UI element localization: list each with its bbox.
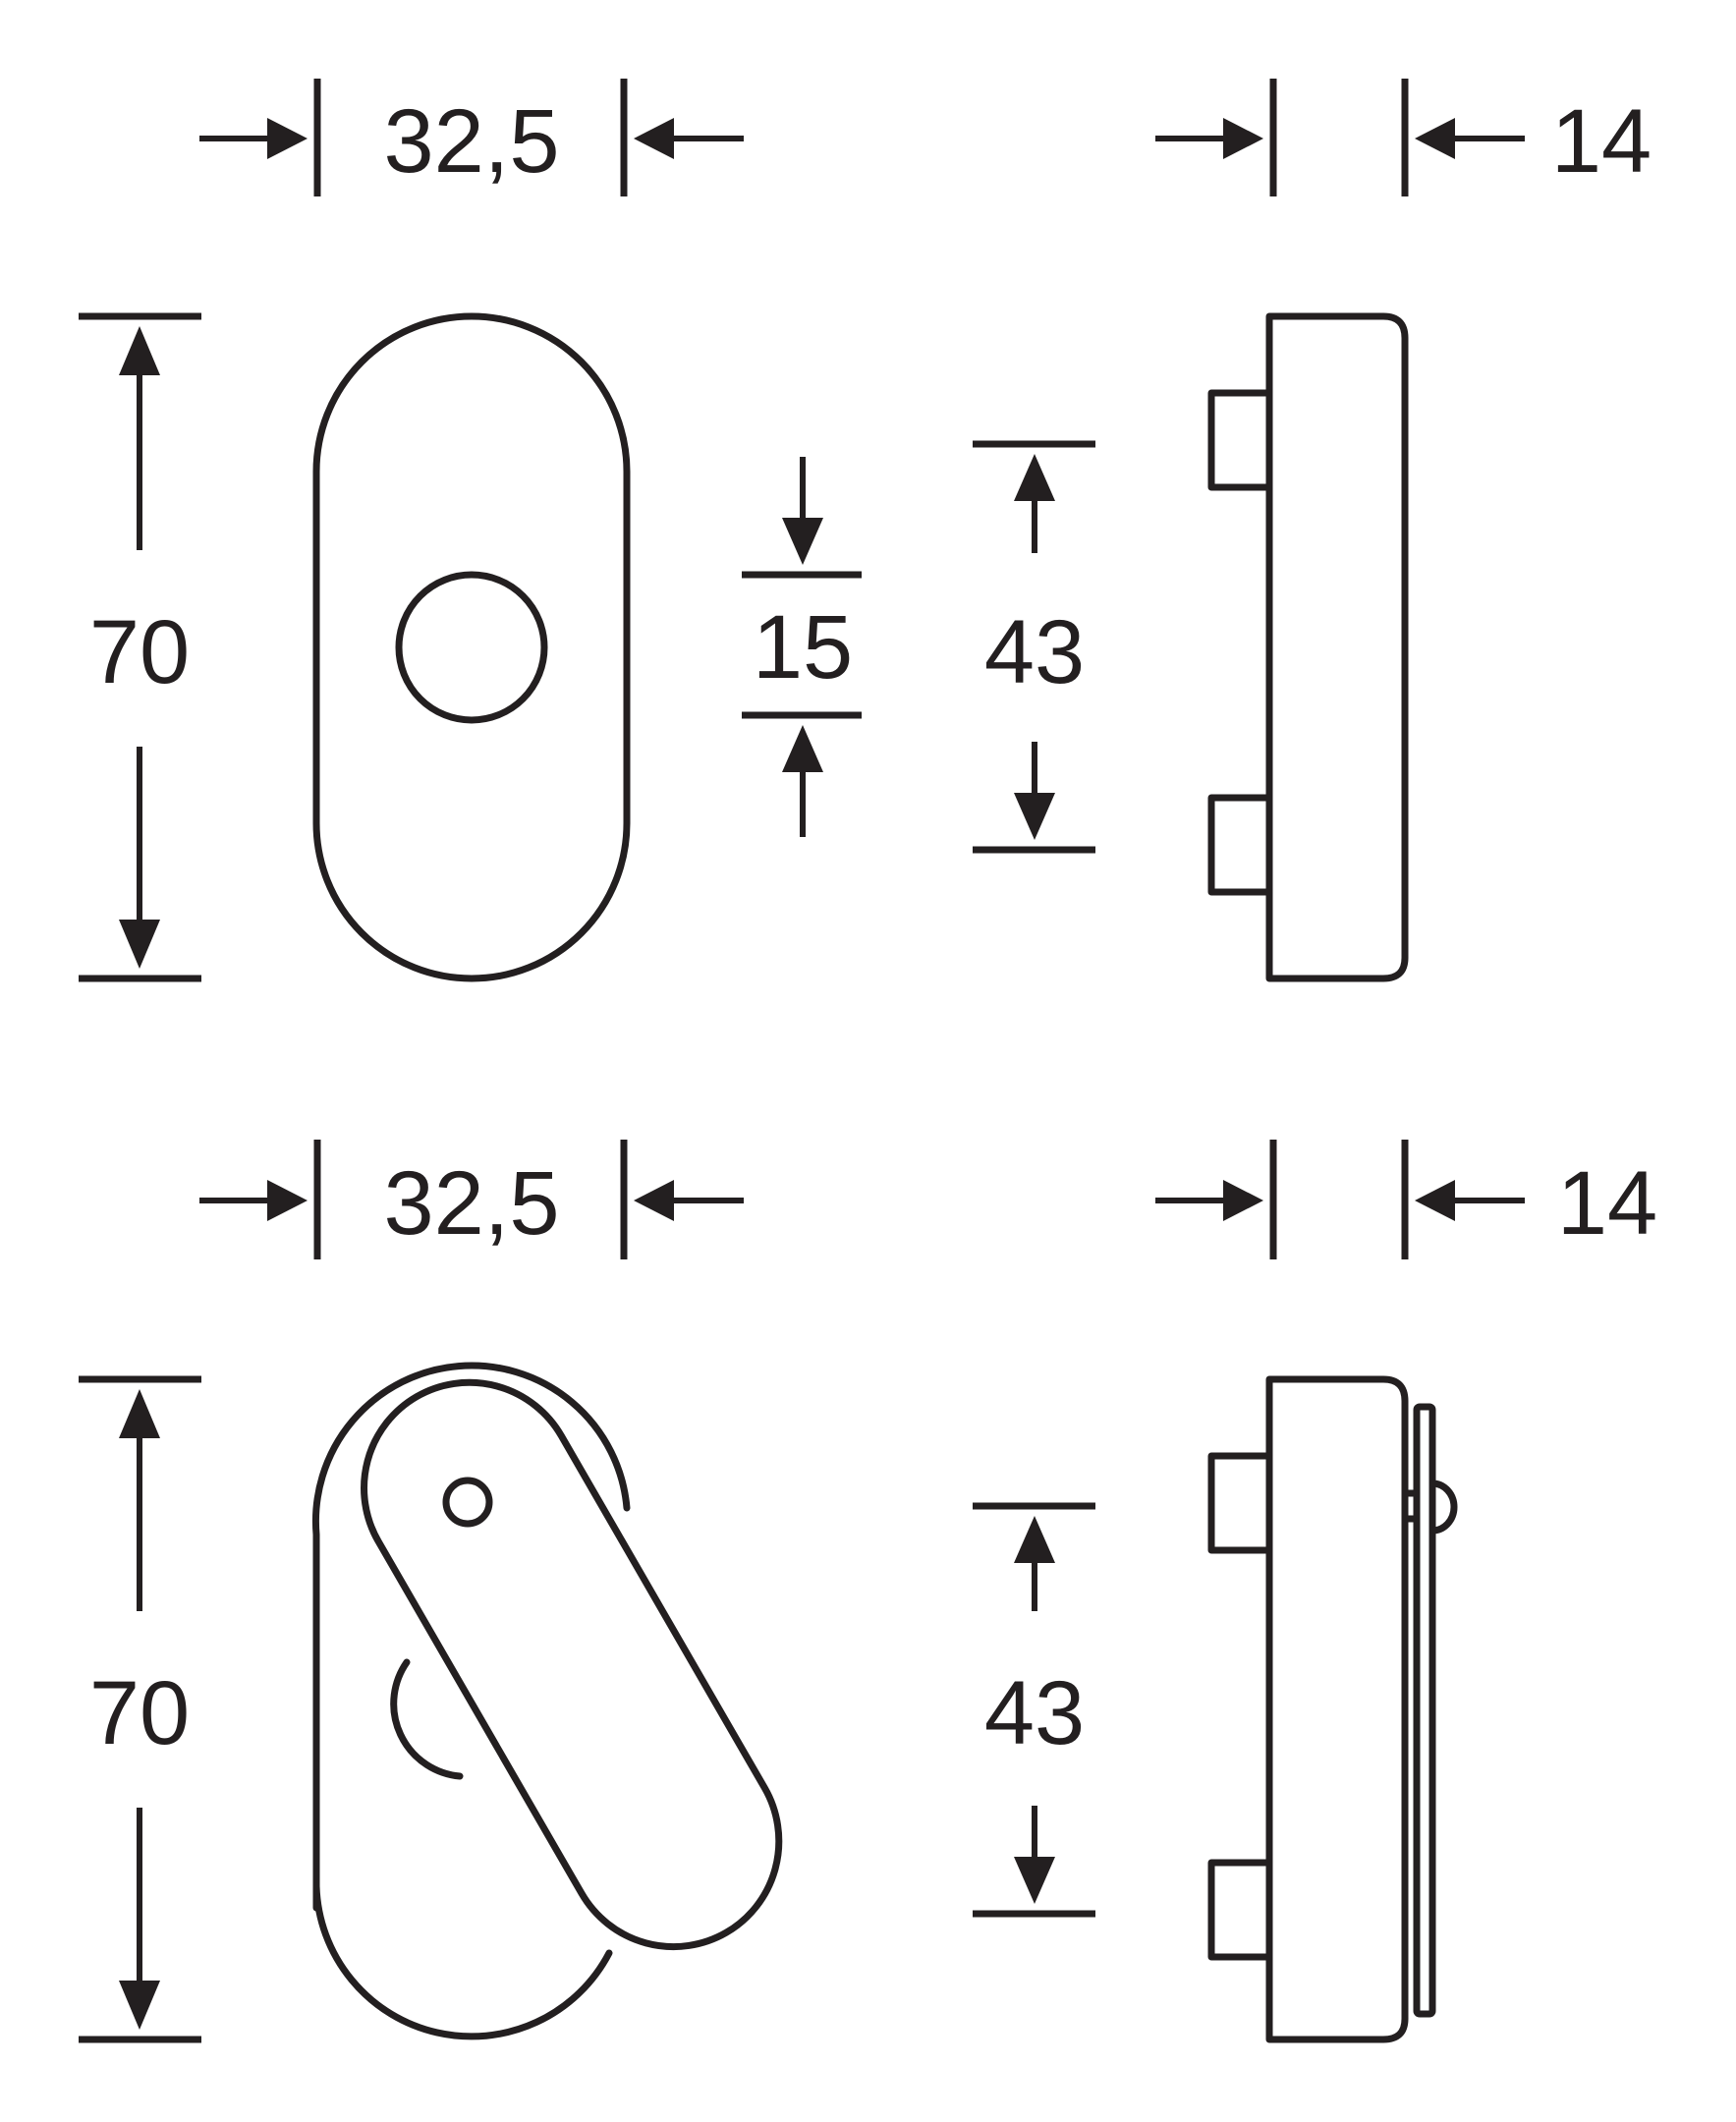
top-depth-arrow-right — [1415, 118, 1455, 159]
top-spacing-arrow-up — [1014, 454, 1055, 501]
bottom-side-screw-knob — [1428, 1480, 1458, 1535]
top-height-arrow-up — [119, 326, 160, 375]
top-side-pin-lower — [1207, 794, 1273, 896]
bottom-width-arrow-left — [267, 1180, 308, 1221]
top-rosette-outline — [312, 312, 631, 982]
bottom-side-view: 14 43 — [973, 1140, 1657, 2043]
bottom-side-handle-plate — [1413, 1403, 1436, 2018]
bottom-side-pin-upper — [1207, 1452, 1273, 1554]
bottom-depth-label: 14 — [1557, 1153, 1657, 1254]
top-side-body — [1265, 312, 1409, 982]
bottom-spacing-label: 43 — [984, 1663, 1085, 1763]
top-spacing-label: 43 — [984, 602, 1085, 702]
top-front-view: 32,5 70 15 — [79, 79, 862, 982]
bottom-spacing-arrow-up — [1014, 1516, 1055, 1563]
top-depth-arrow-left — [1223, 118, 1263, 159]
bottom-height-arrow-up — [119, 1389, 160, 1438]
bottom-rosette-outline — [311, 1362, 631, 1912]
bottom-height-arrow-down — [119, 1981, 160, 2030]
top-width-arrow-left — [267, 118, 308, 159]
top-width-label: 32,5 — [383, 91, 559, 192]
bottom-spacing-arrow-down — [1014, 1857, 1055, 1904]
top-depth-label: 14 — [1551, 91, 1652, 192]
top-height-arrow-down — [119, 920, 160, 969]
top-spacing-arrow-down — [1014, 793, 1055, 840]
bottom-handle-body — [361, 1378, 783, 1951]
bottom-rosette-lower-arc — [312, 1882, 613, 2040]
bottom-side-pin-lower — [1207, 1859, 1273, 1961]
bottom-depth-arrow-right — [1415, 1180, 1455, 1221]
top-width-arrow-right — [634, 118, 674, 159]
bottom-width-arrow-right — [634, 1180, 674, 1221]
bottom-front-view: 32,5 70 — [79, 1140, 783, 2043]
top-hole-label: 15 — [753, 597, 853, 698]
top-rosette-hole — [395, 571, 548, 724]
top-side-view: 14 43 — [973, 79, 1652, 982]
bottom-handle — [361, 1378, 783, 1951]
bottom-rosette-hole-visible — [390, 1658, 464, 1780]
top-hole-arrow-up — [782, 725, 823, 772]
bottom-depth-arrow-left — [1223, 1180, 1263, 1221]
bottom-handle-screw — [442, 1477, 493, 1528]
top-height-label: 70 — [89, 602, 190, 702]
top-side-pin-upper — [1207, 389, 1273, 491]
bottom-side-body — [1265, 1375, 1409, 2043]
top-hole-arrow-down — [782, 518, 823, 565]
bottom-width-label: 32,5 — [383, 1153, 559, 1254]
bottom-height-label: 70 — [89, 1663, 190, 1763]
